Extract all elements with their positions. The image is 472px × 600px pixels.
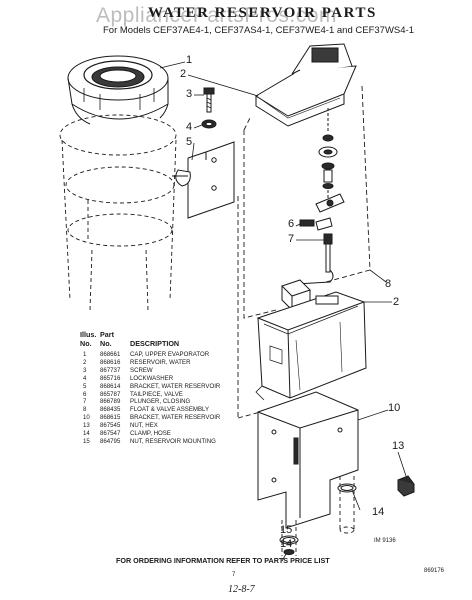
- callout-5: 5: [186, 136, 193, 148]
- table-cell-part-number: 867737: [100, 366, 121, 374]
- closing-plunger-part: [295, 233, 334, 285]
- callout-4: 4: [186, 121, 193, 133]
- table-cell-illus: 15: [83, 437, 90, 445]
- watermark: AppliancePartsPros.com: [96, 4, 337, 27]
- table-cell-description: LOCKWASHER: [130, 374, 174, 382]
- valve-tailpiece-part: [299, 217, 333, 231]
- callout-13: 13: [392, 440, 405, 452]
- document-number: 869176: [424, 568, 445, 574]
- header-illus-line1: Illus.: [80, 330, 97, 339]
- diagram-subtitle: For Models CEF37AE4-1, CEF37AS4-1, CEF37…: [103, 25, 414, 36]
- mounting-nut-part: [283, 549, 295, 555]
- header-part-line2: No.: [100, 339, 112, 348]
- header-illus-line2: No.: [80, 339, 92, 348]
- table-cell-illus: 6: [83, 390, 87, 398]
- table-cell-part-number: 866789: [100, 398, 121, 406]
- table-cell-illus: 3: [83, 366, 87, 374]
- table-cell-illus: 7: [83, 398, 87, 406]
- table-cell-part-number: 868435: [100, 406, 121, 414]
- table-cell-part-number: 867545: [100, 422, 121, 430]
- lockwasher-part: [201, 119, 217, 129]
- diagram-title: WATER RESERVOIR PARTS: [148, 5, 377, 21]
- table-cell-description: TAILPIECE, VALVE: [130, 390, 183, 398]
- table-cell-part-number: 868615: [100, 414, 121, 422]
- callout-2-reservoir: 2: [393, 296, 400, 308]
- table-cell-description: FLOAT & VALVE ASSEMBLY: [130, 406, 210, 414]
- table-cell-illus: 13: [83, 422, 90, 430]
- ordering-footer: FOR ORDERING INFORMATION REFER TO PARTS …: [116, 556, 330, 565]
- table-cell-part-number: 868614: [100, 382, 121, 390]
- callout-7: 7: [288, 233, 295, 245]
- table-cell-description: SCREW: [130, 366, 153, 374]
- table-cell-illus: 2: [83, 358, 87, 366]
- table-cell-illus: 14: [83, 430, 90, 437]
- header-description: DESCRIPTION: [130, 339, 180, 348]
- table-cell-description: BRACKET, WATER RESERVOIR: [130, 414, 221, 422]
- evaporator-body-outline: [59, 114, 177, 311]
- table-cell-description: PLUNGER, CLOSING: [130, 398, 191, 406]
- table-cell-illus: 10: [83, 414, 90, 422]
- table-cell-part-number: 868616: [100, 358, 121, 366]
- callout-8: 8: [385, 278, 392, 290]
- water-reservoir-part: [255, 291, 367, 401]
- screw-part: [203, 87, 215, 113]
- hex-nut-part: [397, 475, 415, 497]
- table-cell-description: NUT, HEX: [130, 422, 158, 430]
- table-cell-illus: 8: [83, 406, 87, 414]
- callout-15: 15: [280, 524, 293, 536]
- reservoir-cover-part: [255, 43, 357, 127]
- table-cell-description: RESERVOIR, WATER: [130, 358, 191, 366]
- callout-14-lower: 14: [280, 538, 293, 550]
- table-cell-description: NUT, RESERVOIR MOUNTING: [130, 437, 216, 445]
- table-cell-illus: 5: [83, 382, 87, 390]
- callout-2-cover: 2: [180, 68, 187, 80]
- reservoir-bracket-upper-part: [172, 141, 235, 219]
- reservoir-bracket-lower-part: [257, 391, 359, 529]
- header-part-line1: Part: [100, 330, 114, 339]
- hose-clamp-part: [279, 483, 357, 545]
- callout-6: 6: [288, 218, 295, 230]
- table-cell-part-number: 868661: [100, 351, 121, 358]
- callout-leader-lines: [159, 61, 407, 562]
- table-cell-part-number: 865716: [100, 374, 121, 382]
- table-cell-description: CLAMP, HOSE: [130, 430, 171, 437]
- diagram-code: IM 9136: [374, 538, 396, 544]
- table-cell-illus: 1: [83, 351, 87, 358]
- table-cell-description: CAP, UPPER EVAPORATOR: [130, 351, 210, 358]
- page-number: 7: [232, 572, 236, 578]
- table-cell-part-number: 867547: [100, 430, 121, 437]
- table-cell-part-number: 865787: [100, 390, 121, 398]
- callout-3: 3: [186, 88, 193, 100]
- table-cell-part-number: 864795: [100, 437, 121, 445]
- assembly-frame-outline: [237, 85, 371, 419]
- table-cell-illus: 4: [83, 374, 87, 382]
- float-valve-stack: [315, 108, 345, 213]
- callout-14-upper: 14: [372, 506, 385, 518]
- table-cell-description: BRACKET, WATER RESERVOIR: [130, 382, 221, 390]
- evaporator-cap-part: [67, 55, 169, 125]
- callout-1: 1: [186, 54, 193, 66]
- callout-10: 10: [388, 402, 401, 414]
- handwritten-date: 12-8-7: [228, 584, 255, 595]
